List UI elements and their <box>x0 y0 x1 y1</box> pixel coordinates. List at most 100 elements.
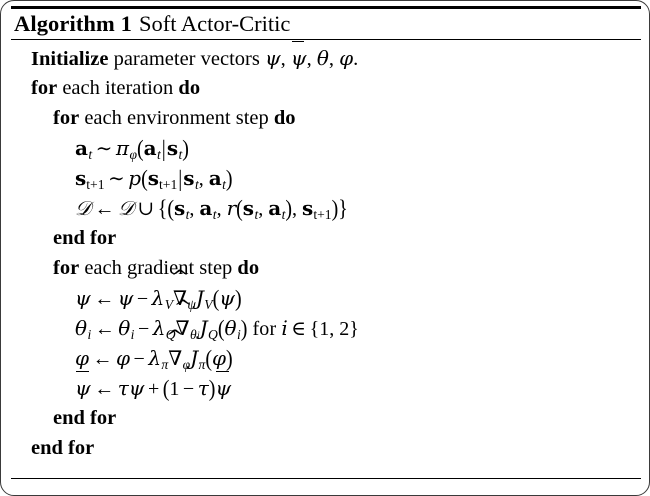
punct-comma: , <box>328 48 334 70</box>
line-sample-action: at∼πφ(at|st) <box>1 133 649 163</box>
math-reward-r: r <box>226 196 237 220</box>
math-sub-V: V <box>204 296 213 312</box>
math-sub-t: t <box>157 146 161 162</box>
math-s: s <box>166 136 179 160</box>
math-lparen: ( <box>162 376 170 402</box>
math-lambda: λ <box>152 316 166 340</box>
math-mid: | <box>161 136 166 162</box>
math-sub-t: t <box>185 206 190 222</box>
line-end-for-gradient: end for <box>1 403 649 433</box>
math-theta: θ <box>224 316 237 340</box>
math-sub-theta: θ <box>189 326 197 342</box>
text-for-roman: for <box>252 318 277 340</box>
punct-comma: , <box>280 48 286 70</box>
punct-comma: , <box>198 168 204 190</box>
text-each-gradient-step: each gradient step <box>84 257 233 279</box>
keyword-do: do <box>273 107 296 129</box>
math-op-gets: ← <box>94 198 115 220</box>
math-psi-bar: ψ <box>215 371 231 403</box>
math-sub-t-plus-1: t+1 <box>159 176 178 192</box>
math-lparen: ( <box>141 166 148 192</box>
math-sub-phi: φ <box>129 146 137 162</box>
line-sample-next-state: st+1∼p(st+1|st, at) <box>1 163 649 193</box>
math-rparen: ) <box>234 286 242 312</box>
math-tau: τ <box>117 376 129 400</box>
math-lparen: ( <box>217 316 225 342</box>
line-update-theta: θi←θi−λQ∇θiJQ(θi) for i∈{1, 2} <box>1 313 649 343</box>
math-a: a <box>143 136 157 160</box>
math-sub-i: i <box>130 326 135 342</box>
math-sub-t-plus-1: t+1 <box>86 176 105 192</box>
math-subsub-i: i <box>197 329 200 340</box>
math-op-gets: ← <box>94 288 115 310</box>
keyword-initialize: Initialize <box>31 48 109 70</box>
math-sub-pi: π <box>161 356 169 372</box>
math-sub-t-plus-1: t+1 <box>313 206 332 222</box>
math-psi-bar: ψ <box>75 371 91 403</box>
math-rparen: ) <box>208 376 216 402</box>
math-sub-t: t <box>212 206 217 222</box>
math-tau: τ <box>197 376 209 400</box>
math-lambda: λ <box>148 346 161 370</box>
math-sub-t: t <box>254 206 259 222</box>
math-sub-phi: φ <box>182 356 191 372</box>
math-two: 2 <box>339 318 350 340</box>
line-initialize: Initialize parameter vectors ψ, ψ, θ, φ. <box>1 41 649 73</box>
math-op-plus: + <box>147 378 160 400</box>
punct-comma: , <box>329 318 335 340</box>
line-end-for-environment: end for <box>1 223 649 253</box>
math-op-minus: − <box>133 348 145 370</box>
text-each-environment-step: each environment step <box>84 107 269 129</box>
math-rbrace: } <box>349 318 359 340</box>
math-lparen: ( <box>212 286 220 312</box>
math-sub-t: t <box>222 176 226 192</box>
math-sub-i: i <box>87 326 92 342</box>
math-sub-t: t <box>194 176 199 192</box>
punct-comma: , <box>189 198 195 220</box>
math-lambda: λ <box>151 286 165 310</box>
math-a: a <box>208 166 222 190</box>
punct-period: . <box>353 48 359 70</box>
line-replay-buffer-update: 𝒟←𝒟∪{(st, at, r(st, at), st+1)} <box>1 193 649 223</box>
line-for-each-gradient-step: for each gradient step do <box>1 253 649 283</box>
math-op-sim: ∼ <box>95 138 113 160</box>
math-objective-J: J <box>199 316 208 340</box>
math-phi: φ <box>116 346 131 370</box>
math-rparen: ) <box>182 136 189 162</box>
math-s: s <box>173 196 186 220</box>
math-s: s <box>147 166 160 190</box>
math-one: 1 <box>169 378 180 400</box>
math-p: p <box>128 166 142 190</box>
math-a: a <box>75 136 88 160</box>
math-a: a <box>268 196 282 220</box>
math-theta: θ <box>316 46 329 70</box>
keyword-do: do <box>178 77 201 99</box>
math-op-sim: ∼ <box>108 168 125 190</box>
math-op-in: ∈ <box>291 318 307 340</box>
math-sub-V: V <box>164 296 174 312</box>
math-lbrace: { <box>309 318 320 340</box>
math-sub-t: t <box>281 206 286 222</box>
math-op-gets: ← <box>94 318 115 340</box>
keyword-end-for: end for <box>53 407 117 429</box>
math-psi: ψ <box>219 286 235 310</box>
punct-comma: , <box>292 198 298 220</box>
line-for-each-iteration: for each iteration do <box>1 73 649 103</box>
title-rule <box>11 39 641 41</box>
algorithm-number-label: Algorithm 1 <box>14 11 132 36</box>
algorithm-title: Algorithm 1 Soft Actor-Critic <box>14 10 290 38</box>
math-sub-i: i <box>236 326 241 342</box>
math-nabla-hat: ∇ <box>168 343 182 373</box>
math-op-cup: ∪ <box>137 198 155 220</box>
math-index-i: i <box>281 316 288 340</box>
math-theta: θ <box>75 316 88 340</box>
math-pi: π <box>115 136 130 160</box>
math-buffer-D: 𝒟 <box>75 196 91 220</box>
math-rparen: ) <box>240 316 248 342</box>
math-op-gets: ← <box>92 348 113 370</box>
math-phi: φ <box>339 46 354 70</box>
line-update-psi: ψ←ψ−λV∇ψJV(ψ) <box>1 283 649 313</box>
math-one: 1 <box>319 318 330 340</box>
math-op-minus: − <box>137 318 150 340</box>
